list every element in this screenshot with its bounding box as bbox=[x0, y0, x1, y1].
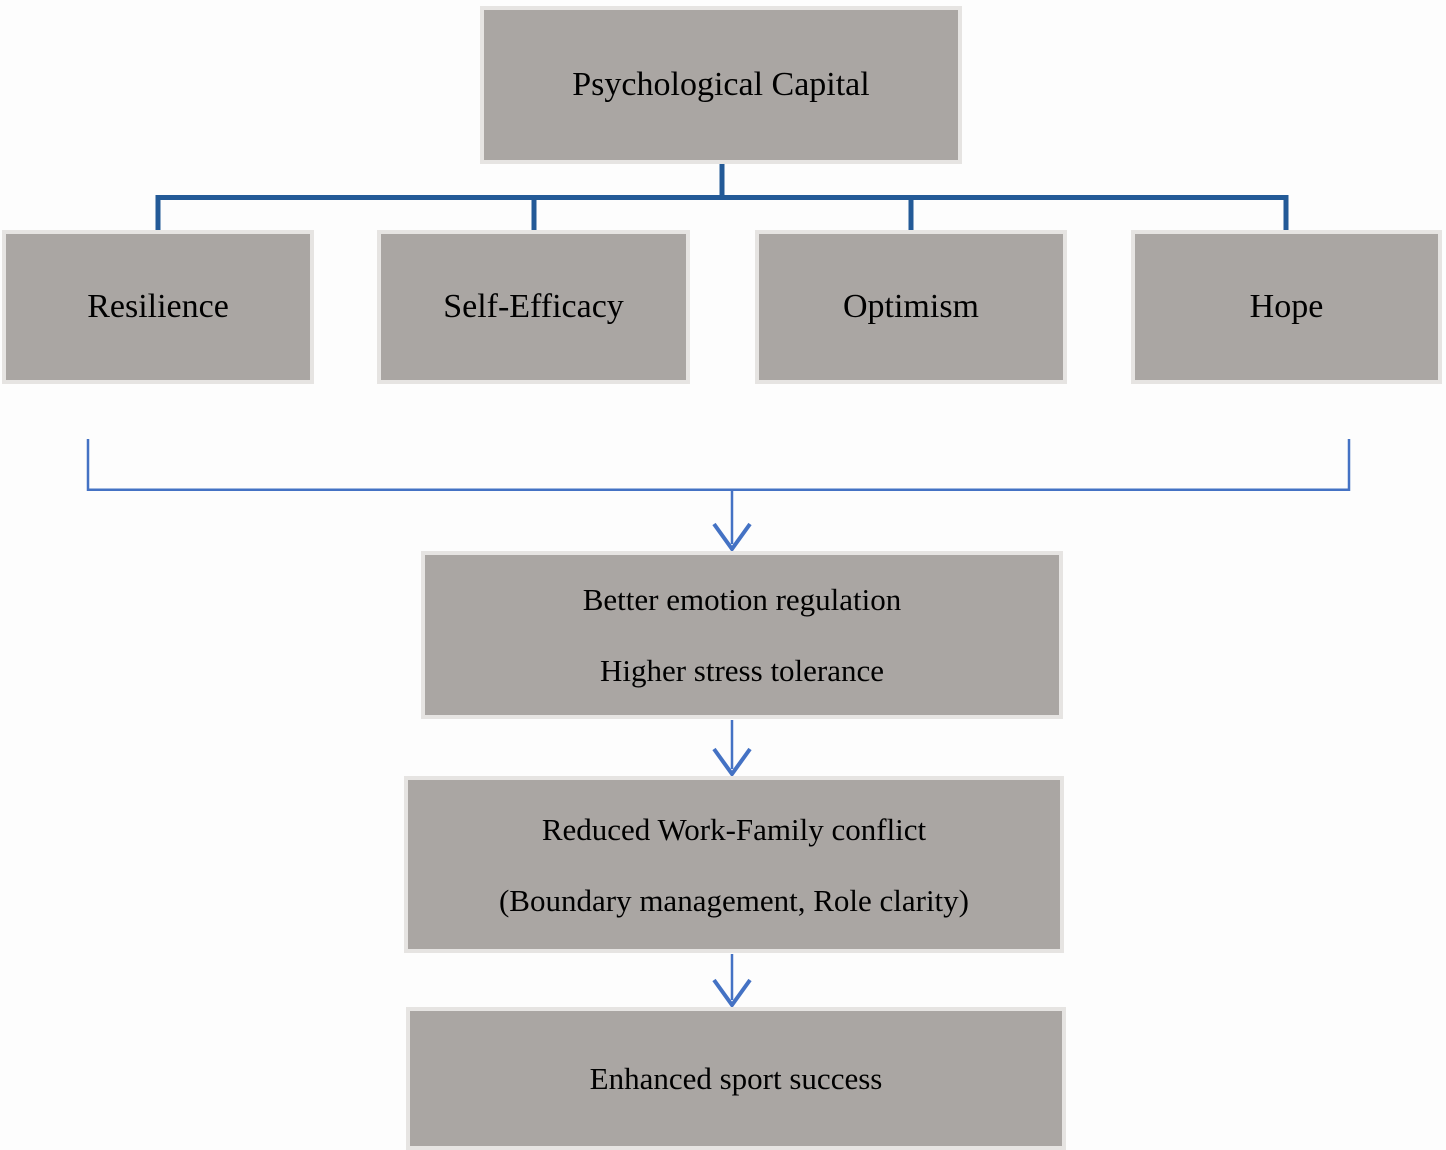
tree-connector bbox=[155, 163, 1289, 232]
node-optimism: Optimism bbox=[755, 230, 1067, 384]
merge-bracket bbox=[86, 439, 1351, 491]
node-emotion-regulation-line: Better emotion regulation bbox=[582, 582, 902, 617]
node-self-efficacy: Self-Efficacy bbox=[377, 230, 690, 384]
node-work-family-conflict-line: Reduced Work-Family conflict bbox=[541, 811, 927, 847]
node-hope-label: Hope bbox=[1249, 288, 1324, 325]
node-enhanced-sport-success: Enhanced sport success bbox=[406, 1007, 1066, 1150]
node-hope: Hope bbox=[1131, 230, 1442, 384]
node-boundary-role-clarity-line: (Boundary management, Role clarity) bbox=[498, 882, 969, 918]
merge-bracket-line bbox=[86, 439, 1351, 491]
node-reduced-work-family-conflict: Reduced Work-Family conflict (Boundary m… bbox=[404, 776, 1064, 953]
node-psychological-capital-label: Psychological Capital bbox=[572, 66, 870, 103]
arrow-to-outcome-2-head bbox=[712, 747, 752, 778]
node-resilience: Resilience bbox=[2, 230, 314, 384]
arrow-to-outcome-3-head bbox=[712, 978, 752, 1009]
node-stress-tolerance-line: Higher stress tolerance bbox=[599, 653, 885, 688]
arrow-to-outcome-1-head bbox=[712, 522, 752, 553]
node-enhanced-sport-success-label: Enhanced sport success bbox=[589, 1061, 883, 1096]
node-self-efficacy-label: Self-Efficacy bbox=[443, 288, 624, 325]
node-optimism-label: Optimism bbox=[842, 288, 980, 325]
node-resilience-label: Resilience bbox=[87, 288, 229, 325]
node-psychological-capital: Psychological Capital bbox=[480, 6, 962, 164]
node-emotion-regulation-stress-tolerance: Better emotion regulation Higher stress … bbox=[421, 551, 1063, 719]
